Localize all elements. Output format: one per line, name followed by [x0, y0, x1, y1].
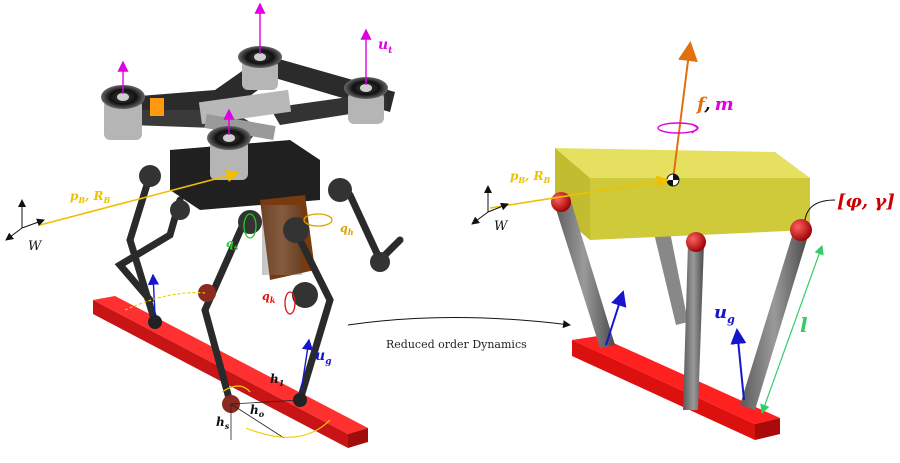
joint-ball: [686, 232, 706, 252]
propeller-unit-rear-left: [238, 46, 282, 90]
reduced-order-caption: Reduced order Dynamics: [386, 338, 527, 351]
hip-angle-label: qh: [340, 222, 354, 237]
leg-rod-front-mid: [683, 243, 704, 410]
ground-force-arrows-left: [147, 273, 314, 393]
hs-label: hs: [216, 415, 230, 431]
joint-ball: [790, 219, 812, 241]
leg-rod-front-left: [553, 198, 615, 348]
ground-force-label-left: ug: [315, 348, 331, 367]
knee-angle-label: qk: [262, 290, 276, 305]
base-pose-vector-right: [489, 175, 670, 209]
leg-angles-pointer: [804, 199, 836, 221]
leg-length-label: l: [800, 313, 808, 337]
shoulder-angle-label: qs: [226, 237, 239, 252]
ground-force-arrow: [147, 273, 160, 316]
dimension-lines: [124, 292, 331, 440]
ground-rail-right: [572, 336, 780, 440]
base-pose-label-left: pB, RB: [70, 189, 110, 205]
moment-arrowhead: [691, 123, 699, 134]
robot-illustration: ut pB, RB W qh qs qk ug h1 ho hs: [5, 2, 404, 448]
reduced-order-model: f,m pB, RB W [φ, γ] l ug: [471, 41, 895, 440]
propeller-unit-rear-right: [344, 77, 388, 124]
ground-force-arrow: [605, 290, 627, 346]
base-pose-vector-left: [39, 169, 240, 226]
thrust-label: ut: [378, 37, 393, 56]
reduced-order-arrow: Reduced order Dynamics: [347, 317, 571, 351]
world-label-right: W: [494, 219, 509, 234]
world-label-left: W: [28, 239, 43, 254]
robot-legs: [114, 171, 404, 406]
hip-angle-arc: [303, 213, 333, 227]
robot-joints: [139, 165, 390, 407]
leg-rod-front-right: [740, 233, 808, 410]
ground-force-arrows-right: [605, 290, 747, 401]
propeller-unit-front-left: [101, 85, 145, 140]
leg-length-arrow: [760, 244, 824, 415]
h0-label: ho: [250, 403, 265, 419]
shoulder-angle-arc: [243, 213, 257, 239]
ground-force-label-right: ug: [714, 302, 735, 326]
base-pose-label-right: pB, RB: [510, 169, 550, 185]
force-moment-label: f,m: [695, 94, 734, 115]
ground-force-arrow: [730, 328, 747, 401]
leg-rod-rear: [652, 222, 688, 325]
center-of-mass-marker: [666, 173, 680, 187]
base-body-box: [555, 148, 810, 240]
leg-angles-label: [φ, γ]: [837, 191, 895, 212]
h1-label: h1: [270, 372, 284, 388]
world-frame-right: [471, 185, 509, 225]
ground-force-arrow: [300, 338, 314, 393]
contact-balls-left: [198, 284, 240, 413]
force-vector: [672, 41, 698, 181]
thrust-arrows: [117, 2, 372, 135]
world-frame-left: [5, 199, 45, 241]
knee-angle-arc: [284, 291, 296, 315]
